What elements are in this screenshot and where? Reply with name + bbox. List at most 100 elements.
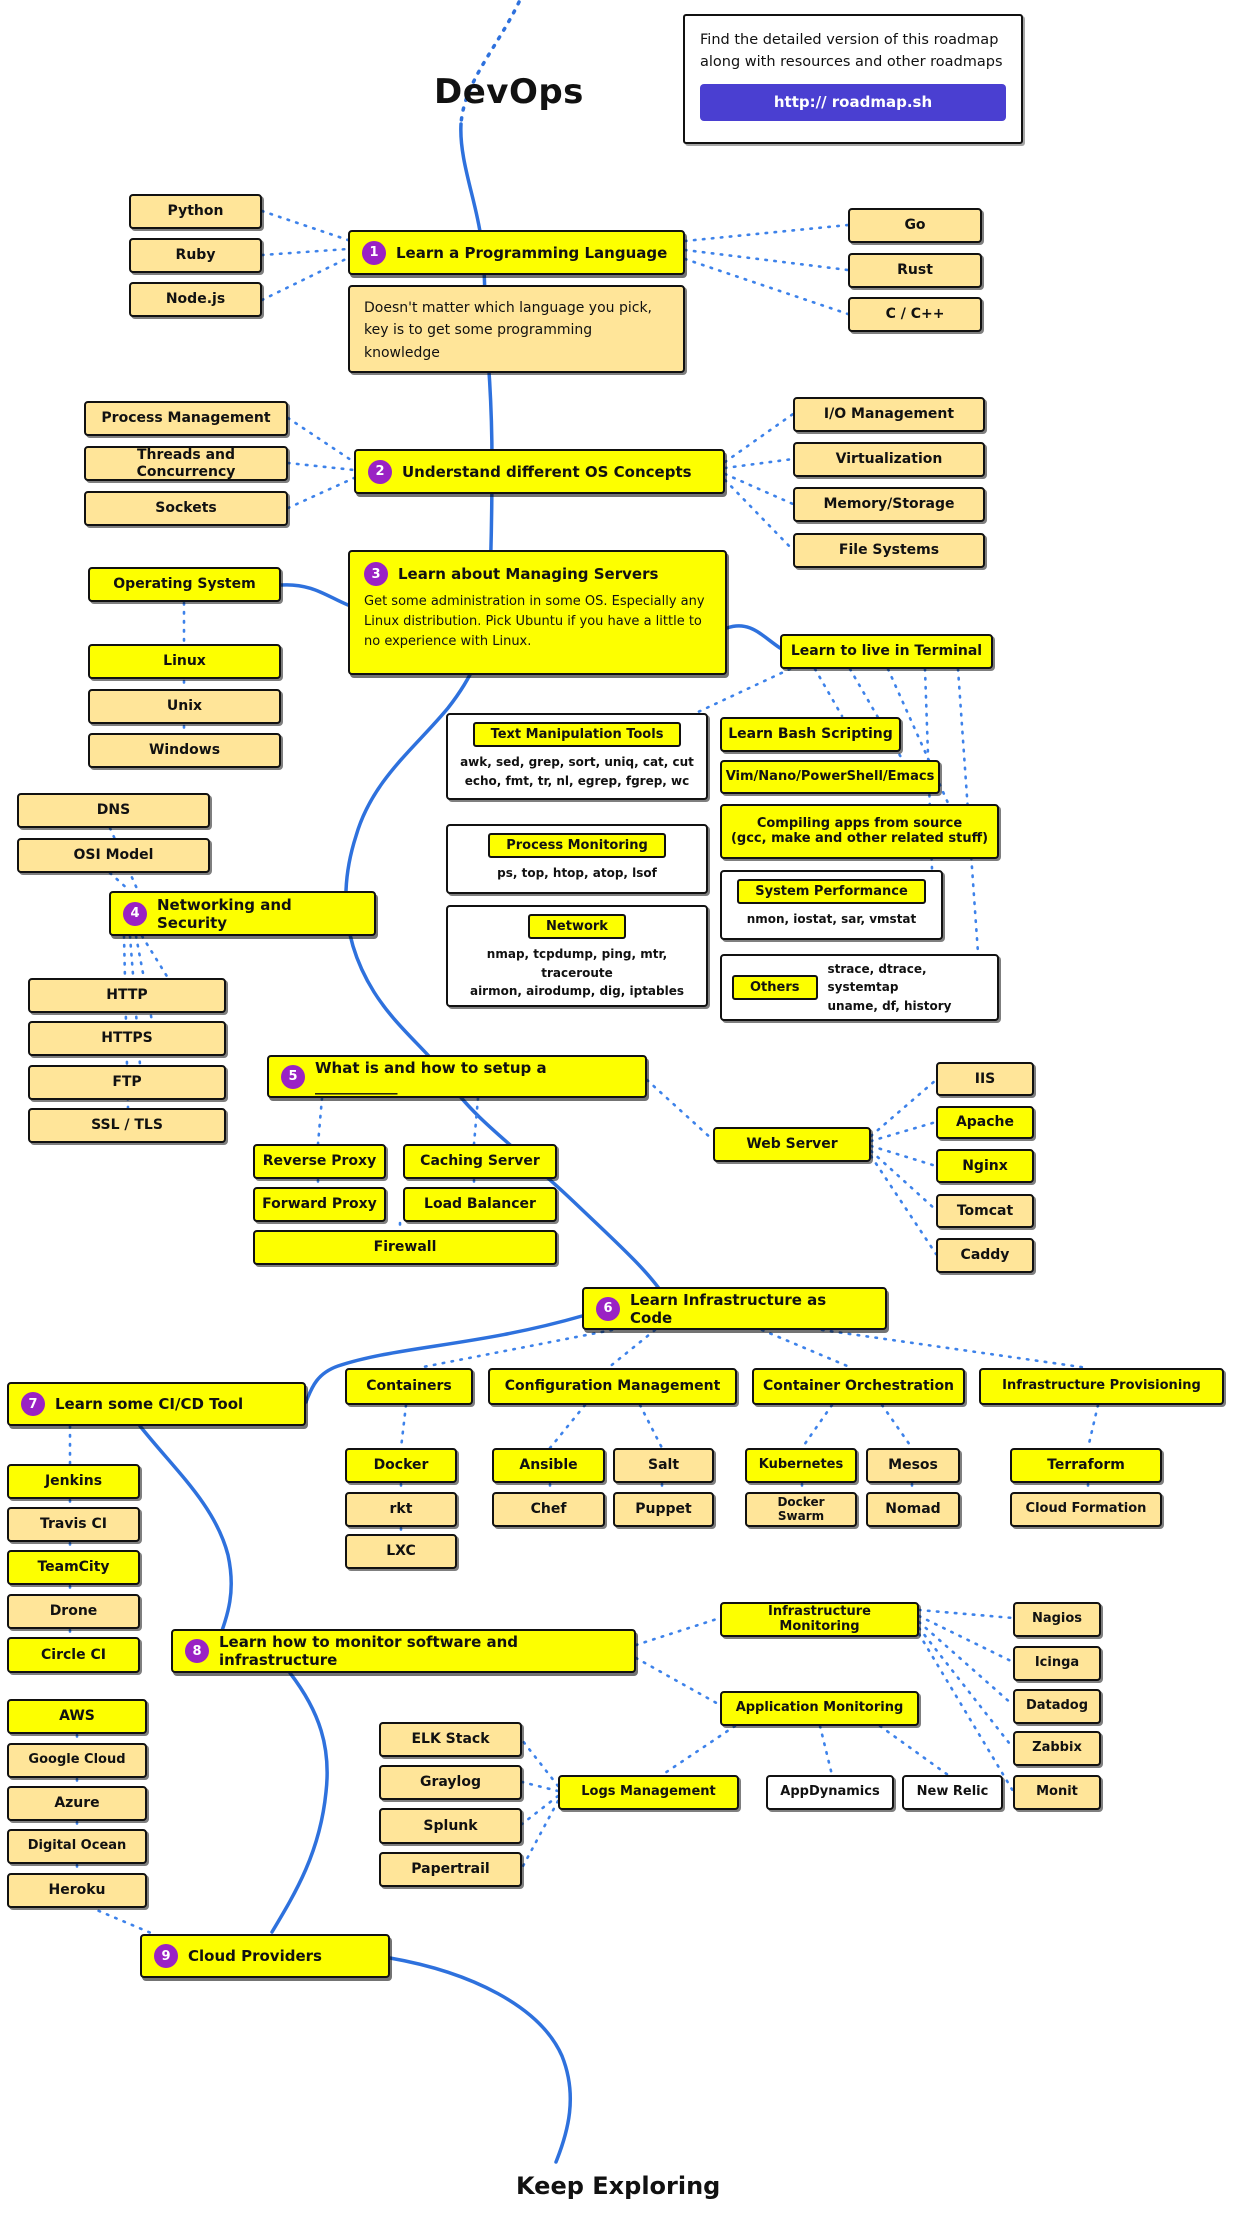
node-mesos[interactable]: Mesos [866,1448,960,1483]
node-circle-ci[interactable]: Circle CI [7,1637,140,1673]
node-datadog[interactable]: Datadog [1013,1689,1101,1724]
node-editors[interactable]: Vim/Nano/PowerShell/Emacs [720,760,940,794]
node-containers[interactable]: Containers [345,1368,473,1405]
node-chef[interactable]: Chef [492,1492,605,1527]
node-lxc[interactable]: LXC [345,1534,457,1569]
node-compiling-from-source[interactable]: Compiling apps from source (gcc, make an… [720,804,999,859]
node-nodejs[interactable]: Node.js [129,282,262,317]
node-terminal[interactable]: Learn to live in Terminal [780,634,993,669]
footer-keep-exploring: Keep Exploring [516,2172,721,2200]
node-docker[interactable]: Docker [345,1448,457,1483]
node-puppet[interactable]: Puppet [613,1492,714,1527]
node-caching-server[interactable]: Caching Server [403,1144,557,1179]
node-zabbix[interactable]: Zabbix [1013,1731,1101,1766]
node-unix[interactable]: Unix [88,689,281,724]
node-io-management[interactable]: I/O Management [793,397,985,432]
node-load-balancer[interactable]: Load Balancer [403,1187,557,1222]
step-8-monitoring[interactable]: 8 Learn how to monitor software and infr… [171,1629,636,1673]
node-nginx[interactable]: Nginx [936,1149,1034,1183]
node-aws[interactable]: AWS [7,1699,147,1734]
compiling-line1: Compiling apps from source [756,815,963,831]
node-osi-model[interactable]: OSI Model [17,838,210,873]
node-elk-stack[interactable]: ELK Stack [379,1722,522,1757]
node-tomcat[interactable]: Tomcat [936,1194,1034,1228]
group-system-performance-title[interactable]: System Performance [737,879,926,904]
node-ansible[interactable]: Ansible [492,1448,605,1483]
node-nomad[interactable]: Nomad [866,1492,960,1527]
node-cloud-formation[interactable]: Cloud Formation [1010,1492,1162,1527]
node-azure[interactable]: Azure [7,1786,147,1821]
node-container-orchestration[interactable]: Container Orchestration [752,1368,965,1405]
node-graylog[interactable]: Graylog [379,1765,522,1800]
group-text-manipulation-title[interactable]: Text Manipulation Tools [472,722,682,747]
node-heroku[interactable]: Heroku [7,1873,147,1908]
node-kubernetes[interactable]: Kubernetes [745,1448,857,1483]
node-forward-proxy[interactable]: Forward Proxy [253,1187,386,1222]
node-firewall[interactable]: Firewall [253,1230,557,1265]
step-6-infrastructure-as-code[interactable]: 6 Learn Infrastructure as Code [582,1287,887,1330]
text-manipulation-tools-line2: echo, fmt, tr, nl, egrep, fgrep, wc [464,773,690,788]
node-bash-scripting[interactable]: Learn Bash Scripting [720,717,901,752]
node-operating-system[interactable]: Operating System [88,567,281,602]
step-3-managing-servers[interactable]: 3 Learn about Managing Servers Get some … [348,550,727,675]
step-7-cicd[interactable]: 7 Learn some CI/CD Tool [7,1382,306,1426]
node-teamcity[interactable]: TeamCity [7,1550,140,1585]
node-rkt[interactable]: rkt [345,1492,457,1527]
node-infrastructure-monitoring[interactable]: Infrastructure Monitoring [720,1602,919,1637]
step-1-programming-language[interactable]: 1 Learn a Programming Language [348,230,685,275]
roadmap-link-button[interactable]: http:// roadmap.sh [700,83,1006,121]
node-cpp[interactable]: C / C++ [848,297,982,332]
step-4-networking-security[interactable]: 4 Networking and Security [109,891,376,936]
node-http[interactable]: HTTP [28,978,226,1013]
node-iis[interactable]: IIS [936,1062,1034,1096]
node-ruby[interactable]: Ruby [129,238,262,273]
node-splunk[interactable]: Splunk [379,1808,522,1844]
step-5-setup[interactable]: 5 What is and how to setup a ___________ [267,1055,647,1098]
node-ftp[interactable]: FTP [28,1065,226,1100]
node-travis-ci[interactable]: Travis CI [7,1507,140,1542]
node-jenkins[interactable]: Jenkins [7,1464,140,1499]
step-2-number-badge: 2 [368,459,392,484]
node-new-relic[interactable]: New Relic [902,1775,1003,1810]
node-memory-storage[interactable]: Memory/Storage [793,487,985,522]
node-nagios[interactable]: Nagios [1013,1602,1101,1637]
node-python[interactable]: Python [129,194,262,229]
node-threads-concurrency[interactable]: Threads and Concurrency [84,446,288,481]
node-appdynamics[interactable]: AppDynamics [766,1775,894,1810]
node-drone[interactable]: Drone [7,1594,140,1629]
node-linux[interactable]: Linux [88,644,281,679]
node-google-cloud[interactable]: Google Cloud [7,1743,147,1778]
node-icinga[interactable]: Icinga [1013,1646,1101,1681]
node-infrastructure-provisioning[interactable]: Infrastructure Provisioning [979,1368,1224,1405]
node-go[interactable]: Go [848,208,982,243]
node-dns[interactable]: DNS [17,793,210,828]
network-line2: airmon, airodump, dig, iptables [469,984,685,999]
node-application-monitoring[interactable]: Application Monitoring [720,1691,919,1726]
node-sockets[interactable]: Sockets [84,491,288,526]
node-web-server[interactable]: Web Server [713,1127,871,1162]
node-rust[interactable]: Rust [848,253,982,288]
node-terraform[interactable]: Terraform [1010,1448,1162,1483]
node-docker-swarm[interactable]: Docker Swarm [745,1492,857,1527]
node-apache[interactable]: Apache [936,1106,1034,1139]
node-caddy[interactable]: Caddy [936,1238,1034,1273]
node-salt[interactable]: Salt [613,1448,714,1483]
group-others-title[interactable]: Others [732,975,818,1000]
node-process-management[interactable]: Process Management [84,401,288,436]
node-ssl-tls[interactable]: SSL / TLS [28,1108,226,1143]
node-digital-ocean[interactable]: Digital Ocean [7,1829,147,1864]
node-https[interactable]: HTTPS [28,1021,226,1056]
node-logs-management[interactable]: Logs Management [558,1775,739,1810]
node-monit[interactable]: Monit [1013,1775,1101,1810]
group-process-monitoring-title[interactable]: Process Monitoring [488,833,666,858]
node-papertrail[interactable]: Papertrail [379,1852,522,1887]
step-2-os-concepts[interactable]: 2 Understand different OS Concepts [354,449,725,494]
node-windows[interactable]: Windows [88,733,281,768]
node-file-systems[interactable]: File Systems [793,533,985,568]
node-reverse-proxy[interactable]: Reverse Proxy [253,1144,386,1179]
node-configuration-management[interactable]: Configuration Management [488,1368,737,1405]
node-virtualization[interactable]: Virtualization [793,442,985,477]
group-network-title[interactable]: Network [528,914,626,939]
step-9-cloud-providers[interactable]: 9 Cloud Providers [140,1934,390,1978]
